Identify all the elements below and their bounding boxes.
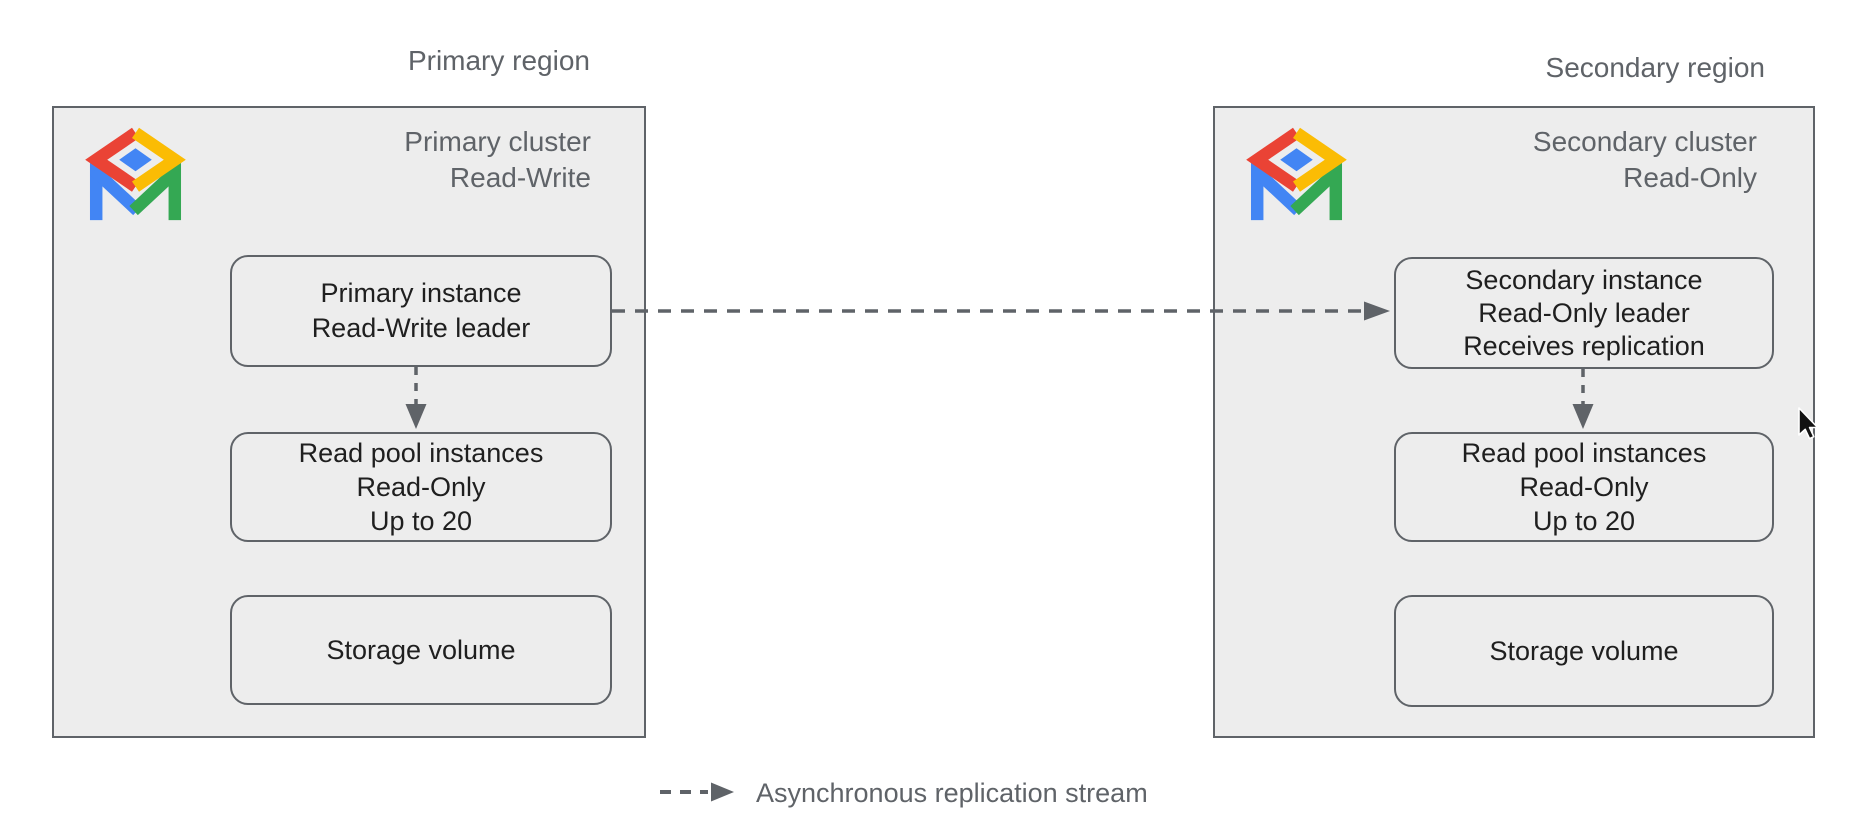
primary-read-pool-line3: Up to 20 xyxy=(369,506,473,536)
primary-cluster-box: Primary cluster Read-Write Primary insta… xyxy=(52,106,646,738)
secondary-storage-label: Storage volume xyxy=(1489,636,1679,666)
secondary-cluster-title-line2: Read-Only xyxy=(1623,162,1757,193)
secondary-read-pool-line2: Read-Only xyxy=(1519,472,1649,502)
primary-cluster-title: Primary cluster Read-Write xyxy=(404,124,591,196)
secondary-instance-line2: Read-Only leader xyxy=(1478,297,1690,328)
alloydb-logo-icon xyxy=(1239,118,1354,236)
primary-read-pool-node: Read pool instances Read-Only Up to 20 xyxy=(230,432,612,542)
primary-region-label: Primary region xyxy=(407,45,590,76)
secondary-read-pool-line3: Up to 20 xyxy=(1532,506,1636,536)
secondary-instance-line1: Secondary instance xyxy=(1465,264,1703,295)
alloydb-logo-icon xyxy=(78,118,193,236)
primary-cluster-title-line1: Primary cluster xyxy=(404,126,591,157)
secondary-cluster-title: Secondary cluster Read-Only xyxy=(1533,124,1757,196)
legend-label: Asynchronous replication stream xyxy=(756,778,1148,808)
secondary-region-label: Secondary region xyxy=(1545,52,1765,83)
secondary-storage-node: Storage volume xyxy=(1394,595,1774,707)
secondary-instance-node: Secondary instance Read-Only leader Rece… xyxy=(1394,257,1774,369)
primary-storage-node: Storage volume xyxy=(230,595,612,705)
secondary-instance-line3: Receives replication xyxy=(1463,330,1705,361)
primary-instance-line2: Read-Write leader xyxy=(311,313,531,343)
secondary-cluster-title-line1: Secondary cluster xyxy=(1532,126,1757,157)
primary-instance-line1: Primary instance xyxy=(320,278,522,308)
secondary-read-pool-line1: Read pool instances xyxy=(1461,438,1707,468)
primary-cluster-title-line2: Read-Write xyxy=(449,162,591,193)
primary-read-pool-line1: Read pool instances xyxy=(298,438,544,468)
primary-instance-node: Primary instance Read-Write leader xyxy=(230,255,612,367)
primary-read-pool-line2: Read-Only xyxy=(356,472,486,502)
primary-storage-label: Storage volume xyxy=(326,635,516,665)
secondary-cluster-box: Secondary cluster Read-Only Secondary in… xyxy=(1213,106,1815,738)
secondary-read-pool-node: Read pool instances Read-Only Up to 20 xyxy=(1394,432,1774,542)
legend-dashed-arrow xyxy=(660,782,734,802)
